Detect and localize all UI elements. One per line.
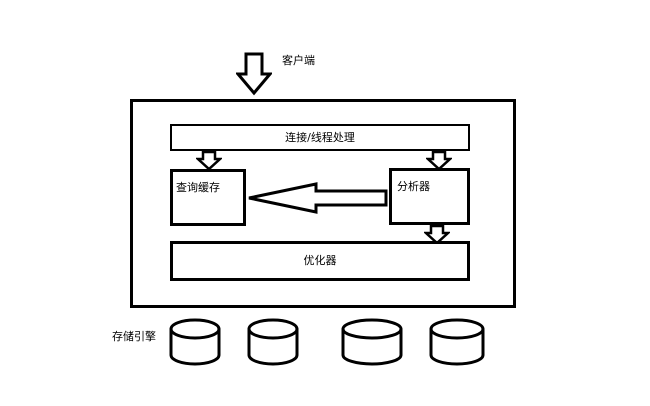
client-label: 客户端: [282, 54, 315, 67]
optimizer-label: 优化器: [303, 254, 337, 267]
analyzer-to-cache-arrow-icon: [248, 182, 388, 214]
optimizer-box: 优化器: [170, 241, 470, 281]
analyzer-label: 分析器: [397, 180, 430, 193]
storage-engine-cylinder-icon: [429, 318, 485, 366]
analyzer-box: [389, 168, 470, 225]
client-down-arrow-icon: [236, 52, 272, 96]
storage-engine-cylinder-icon: [247, 318, 299, 366]
query-cache-box: [170, 169, 246, 226]
storage-engine-cylinder-icon: [169, 318, 221, 366]
storage-engine-label: 存储引擎: [112, 330, 156, 343]
connection-thread-box: 连接/线程处理: [170, 124, 470, 151]
connection-thread-label: 连接/线程处理: [285, 130, 355, 144]
to-optimizer-arrow-icon: [424, 225, 450, 245]
storage-engine-cylinder-icon: [341, 318, 403, 366]
query-cache-label: 查询缓存: [176, 181, 220, 194]
to-analyzer-arrow-icon: [426, 151, 452, 171]
to-cache-arrow-icon: [196, 151, 222, 171]
